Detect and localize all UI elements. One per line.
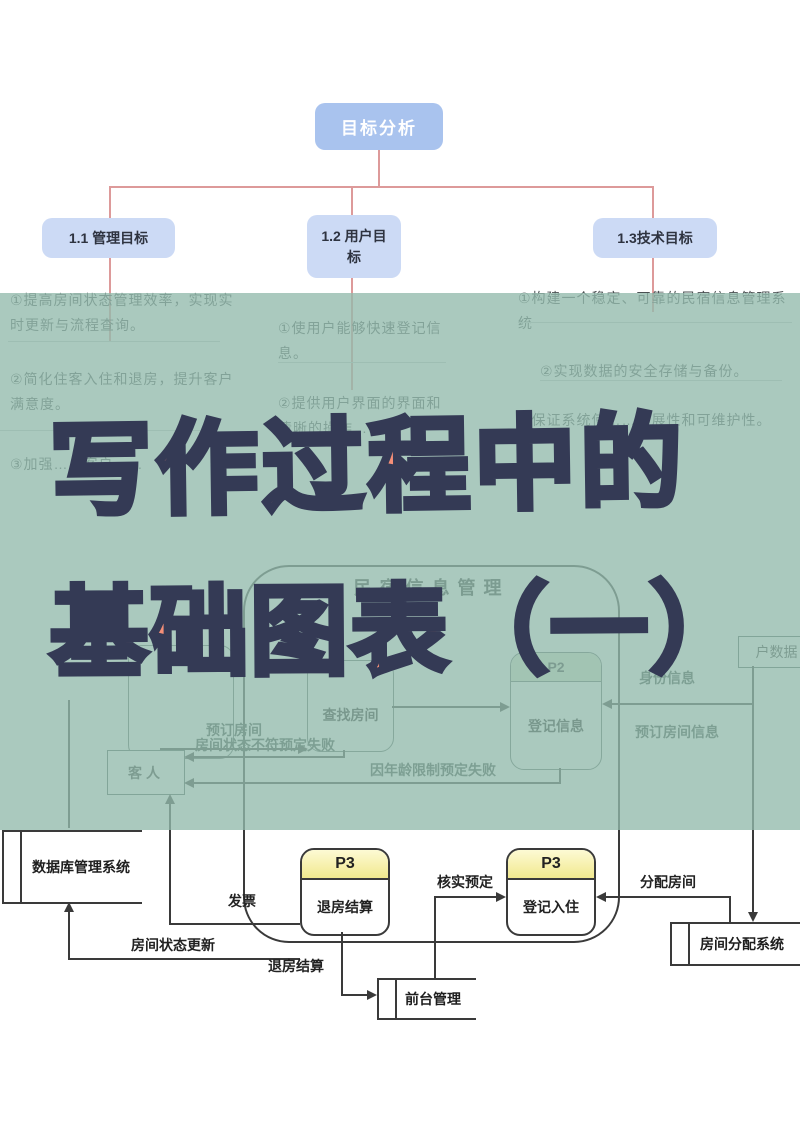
connector-drop-1 <box>109 186 111 218</box>
store-bar <box>395 980 397 1018</box>
store-database-system-label: 数据库管理系统 <box>32 859 130 875</box>
process-p3-checkout-id: P3 <box>302 850 388 880</box>
connector-drop-2 <box>351 186 353 215</box>
headline-line-2: 基础图表（一） <box>47 571 753 691</box>
arrowhead <box>496 892 506 902</box>
flow-line-checkout-horiz <box>341 994 371 996</box>
headline-line-1: 写作过程中的 <box>47 403 690 531</box>
flow-line-assign-vert <box>729 896 731 924</box>
flow-label-verify: 核实预定 <box>437 874 493 890</box>
store-front-desk: 前台管理 <box>377 978 476 1020</box>
flow-line-invoice-vert <box>169 800 171 925</box>
store-room-allocation: 房间分配系统 <box>670 922 800 966</box>
flow-line-checkout-vert <box>341 932 343 996</box>
mindmap-node-tech: 1.3技术目标 <box>593 218 717 258</box>
arrowhead <box>596 892 606 902</box>
store-front-desk-label: 前台管理 <box>405 991 461 1007</box>
arrowhead <box>748 912 758 922</box>
flow-label-checkout: 退房结算 <box>268 958 324 974</box>
connector-horizontal <box>109 186 653 188</box>
arrowhead <box>64 902 74 912</box>
flow-label-assign: 分配房间 <box>640 874 696 890</box>
flow-line-invoice-horiz <box>169 923 300 925</box>
flow-label-invoice: 发票 <box>228 893 256 909</box>
mindmap-root-label: 目标分析 <box>341 119 417 138</box>
process-p3-checkin-label: 登记入住 <box>523 899 579 915</box>
connector-drop-3 <box>652 186 654 218</box>
process-p3-checkin: P3 登记入住 <box>506 848 596 936</box>
store-database-system: 数据库管理系统 <box>2 830 142 904</box>
flow-line-verify-horiz <box>434 896 500 898</box>
green-overlay <box>0 293 800 830</box>
flow-label-status-update: 房间状态更新 <box>131 937 215 953</box>
mindmap-node-management-label: 1.1 管理目标 <box>68 229 149 246</box>
store-bar <box>20 832 22 902</box>
mindmap-node-user: 1.2 用户目标 <box>307 215 401 278</box>
connector-sub-3 <box>652 258 654 312</box>
mindmap-node-user-label: 1.2 用户目标 <box>321 228 387 265</box>
flow-line-status-update-horiz <box>68 958 300 960</box>
mindmap-root-node: 目标分析 <box>315 103 443 150</box>
flow-line-assign-horiz <box>602 896 731 898</box>
mindmap-node-management: 1.1 管理目标 <box>42 218 175 258</box>
store-bar <box>688 924 690 964</box>
process-p3-checkout: P3 退房结算 <box>300 848 390 936</box>
mindmap-node-tech-label: 1.3技术目标 <box>617 229 693 246</box>
process-p3-checkout-label: 退房结算 <box>317 899 373 915</box>
arrowhead <box>367 990 377 1000</box>
connector-root-drop <box>378 150 380 187</box>
process-p3-checkin-id: P3 <box>508 850 594 880</box>
flow-line-verify-vert <box>434 896 436 978</box>
store-room-allocation-label: 房间分配系统 <box>700 936 784 952</box>
flow-line-status-update-vert <box>68 908 70 960</box>
